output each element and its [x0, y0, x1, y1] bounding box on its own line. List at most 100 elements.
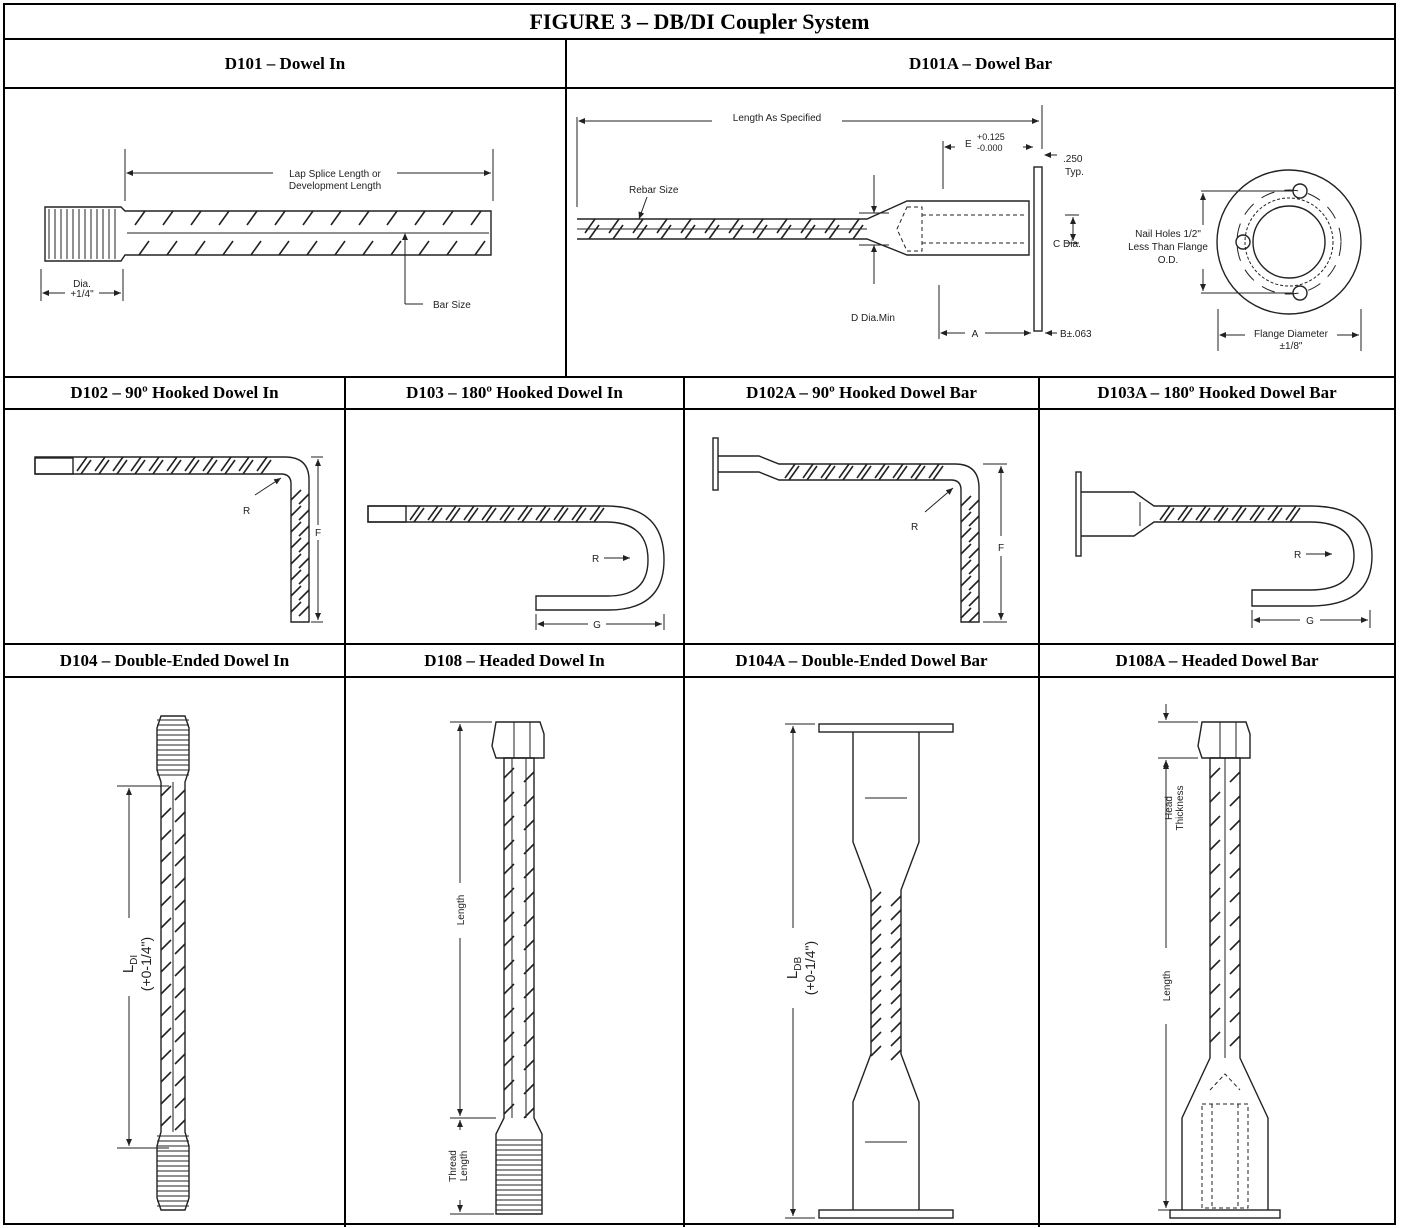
g-label: G: [1306, 616, 1314, 627]
rib-mark: [160, 1115, 172, 1127]
rib-mark: [960, 527, 972, 539]
rib-mark: [1159, 505, 1171, 521]
rib-mark: [386, 210, 398, 226]
rib-mark: [1209, 935, 1221, 947]
rib-mark: [1199, 507, 1211, 523]
rib-mark: [224, 459, 236, 475]
rib-mark: [960, 495, 972, 507]
rib-mark: [409, 505, 421, 521]
rib-mark: [188, 459, 200, 475]
r-label: R: [243, 506, 250, 517]
rib-mark: [290, 585, 302, 597]
rib-mark: [160, 1093, 172, 1105]
e-minus-label: -0.000: [977, 143, 1003, 153]
rib-mark: [1209, 887, 1221, 899]
hex-head: [1197, 721, 1251, 759]
rib-mark: [1209, 839, 1221, 851]
hooked-bar-body: [34, 456, 310, 623]
rib-mark: [960, 575, 972, 587]
rib-mark: [330, 210, 342, 226]
d101-dowel-in-drawing: Lap Splice Length or Development Length …: [40, 149, 494, 311]
rib-mark: [138, 240, 150, 256]
development-length-label: Development Length: [289, 181, 381, 192]
r-label: R: [1294, 550, 1301, 561]
rib-mark: [445, 505, 457, 521]
rib-mark: [523, 843, 535, 855]
rib-mark: [160, 1005, 172, 1017]
rib-mark: [174, 1009, 186, 1021]
rib-mark: [174, 855, 186, 867]
b-label: B±.063: [1060, 329, 1092, 340]
d102-hooked-dowel-in-drawing: R F: [34, 456, 323, 623]
rib-mark: [870, 891, 882, 903]
rib-mark: [732, 224, 744, 240]
d104-double-ended-dowel-in-drawing: LDI (+0-1/4"): [117, 715, 190, 1211]
rib-mark: [503, 1055, 515, 1067]
rib-mark: [503, 815, 515, 827]
e-plus-label: +0.125: [977, 132, 1005, 142]
length-label: Length: [456, 895, 467, 926]
d103a-hooked-dowel-bar-drawing: R G: [1075, 471, 1373, 628]
rib-mark: [575, 507, 587, 523]
rib-mark: [523, 1059, 535, 1071]
rib-mark: [914, 465, 926, 481]
dia-tolerance-label: +1/4": [70, 289, 94, 300]
hidden-bore: [922, 214, 1025, 244]
rib-mark: [431, 507, 443, 523]
rib-mark: [170, 459, 182, 475]
rib-mark: [174, 811, 186, 823]
rib-mark: [848, 218, 860, 234]
rib-mark: [728, 218, 740, 234]
rib-mark: [890, 1021, 902, 1033]
rib-mark: [174, 987, 186, 999]
rib-mark: [503, 1079, 515, 1091]
rib-mark: [523, 1107, 535, 1119]
rib-mark: [298, 573, 310, 585]
rib-mark: [824, 465, 836, 481]
rib-mark: [290, 521, 302, 533]
thread-marks: [48, 209, 116, 259]
rib-mark: [870, 975, 882, 987]
rib-mark: [238, 456, 250, 472]
rib-mark: [523, 795, 535, 807]
rib-mark: [427, 505, 439, 521]
rib-mark: [892, 463, 904, 479]
rib-mark: [290, 537, 302, 549]
rib-mark: [220, 456, 232, 472]
rib-mark: [298, 509, 310, 521]
rib-mark: [174, 943, 186, 955]
rib-mark: [298, 557, 310, 569]
rib-mark: [890, 895, 902, 907]
rib-mark: [1213, 505, 1225, 521]
d108-headed-dowel-in-drawing: Length Thread Length: [448, 721, 545, 1215]
rib-mark: [928, 463, 940, 479]
rib-mark: [539, 507, 551, 523]
thread-end: [367, 505, 407, 523]
flange-bore: [1252, 205, 1326, 279]
rib-mark: [870, 1003, 882, 1015]
rib-mark: [680, 218, 692, 234]
t250-label: .250: [1063, 154, 1083, 165]
rib-mark: [134, 210, 146, 226]
rib-mark: [206, 459, 218, 475]
rib-mark: [190, 210, 202, 226]
rib-mark: [463, 505, 475, 521]
rib-mark: [870, 989, 882, 1001]
rib-mark: [870, 1017, 882, 1029]
rib-mark: [130, 456, 142, 472]
rib-mark: [503, 887, 515, 899]
rib-mark: [968, 563, 980, 575]
rib-mark: [160, 1071, 172, 1083]
rib-mark: [968, 611, 980, 623]
flange-plate: [712, 437, 719, 491]
rib-mark: [784, 463, 796, 479]
rib-mark: [256, 456, 268, 472]
rib-mark: [860, 465, 872, 481]
tolerance-label: (+0-1/4"): [802, 941, 818, 995]
nail-hole: [1235, 234, 1251, 250]
rib-mark: [148, 456, 160, 472]
head-thickness-label: Thickness: [1175, 785, 1186, 830]
d103-hooked-dowel-in-drawing: R G: [367, 505, 665, 631]
rib-mark: [1209, 815, 1221, 827]
rib-mark: [194, 240, 206, 256]
